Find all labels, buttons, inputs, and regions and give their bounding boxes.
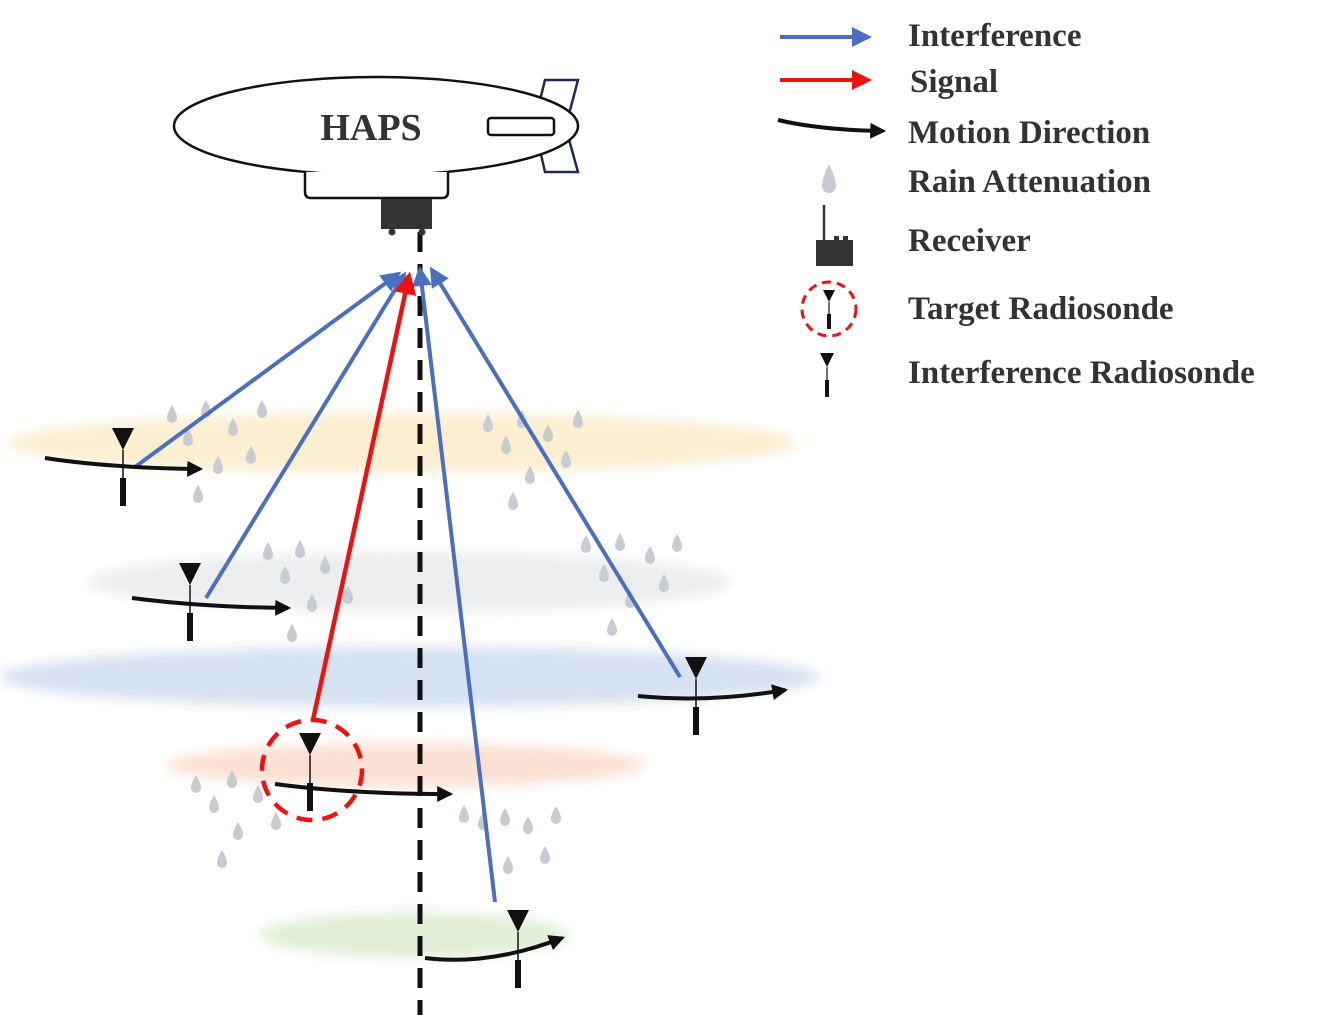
rain-drop-icon [508, 492, 518, 510]
rain-drop-icon [295, 540, 305, 558]
rain-drops [167, 400, 682, 874]
layer-gray [88, 552, 732, 612]
atmospheric-layers [0, 413, 820, 958]
interference-radiosonde-3 [685, 657, 707, 735]
rain-drop-icon [573, 410, 583, 428]
rain-drop-icon [228, 418, 238, 436]
rain-drop-icon [246, 446, 256, 464]
rain-drop-icon [227, 770, 237, 788]
rain-drop-icon [659, 574, 669, 592]
rain-drop-icon [253, 785, 263, 803]
legend-motion-label: Motion Direction [908, 115, 1150, 151]
rain-drop-icon [167, 405, 177, 423]
target-radiosonde-circle [259, 717, 365, 823]
airship-gondola [303, 172, 450, 200]
rain-drop-icon [280, 566, 290, 584]
target-radiosonde [299, 733, 321, 811]
radiosondes [112, 428, 707, 988]
motion-arrow-2 [131, 596, 292, 616]
rain-drop-icon [271, 812, 281, 830]
legend-interference-label: Interference [908, 18, 1081, 54]
legend: Interference Signal Motion Direction Rai… [777, 18, 1255, 397]
legend-interference-radiosonde-label: Interference Radiosonde [908, 355, 1255, 391]
haps-label: HAPS [320, 107, 421, 149]
interference-radiosonde-1 [112, 428, 134, 506]
legend-target-label: Target Radiosonde [908, 291, 1174, 327]
motion-arrow-4 [274, 782, 454, 802]
interference-arrow-2 [204, 271, 407, 600]
rain-drop-icon [503, 856, 513, 874]
interference-radiosonde-4 [507, 910, 529, 988]
motion-arrow-5 [424, 935, 565, 962]
rain-drop-icon [501, 436, 511, 454]
interference-arrow-3 [429, 266, 682, 679]
haps-airship: HAPS [172, 75, 580, 236]
layer-peach [166, 743, 646, 787]
legend-rain-label: Rain Attenuation [908, 164, 1151, 200]
layer-yellow [8, 413, 798, 473]
rain-drop-icon [615, 533, 625, 551]
haps-receiver-icon [381, 199, 432, 236]
rain-drop-icon [523, 816, 533, 834]
motion-arrows [44, 456, 789, 962]
rain-drop-icon [213, 456, 223, 474]
rain-drop-icon [551, 806, 561, 824]
signal-arrow [310, 271, 417, 721]
rain-drop-icon [217, 850, 227, 868]
rain-drop-icon [483, 414, 493, 432]
rain-drop-icon [191, 775, 201, 793]
legend-signal-label: Signal [910, 64, 998, 100]
rain-drop-icon [672, 534, 682, 552]
interference-arrows [133, 266, 682, 903]
rain-drop-icon [287, 624, 297, 642]
rain-drop-icon [459, 805, 469, 823]
layer-green [260, 912, 570, 958]
rain-drop-icon [540, 846, 550, 864]
rain-drop-icon [257, 400, 267, 418]
rain-drop-icon [193, 485, 203, 503]
rain-drop-icon [183, 428, 193, 446]
legend-rain-icon [822, 164, 836, 193]
legend-receiver-label: Receiver [908, 223, 1031, 259]
legend-motion-swatch [777, 118, 887, 139]
airship-tail-fin-bottom [538, 135, 580, 174]
rain-drop-icon [561, 450, 571, 468]
rain-drop-icon [500, 808, 510, 826]
airship-window [486, 116, 556, 137]
legend-receiver-icon [816, 205, 853, 266]
rain-drop-icon [307, 594, 317, 612]
rain-drop-icon [320, 556, 330, 574]
interference-radiosonde-2 [179, 563, 201, 641]
layer-blue [0, 647, 820, 707]
legend-interference-radiosonde-icon [820, 353, 834, 397]
rain-drop-icon [607, 618, 617, 636]
rain-drop-icon [525, 466, 535, 484]
interference-arrow-1 [133, 271, 402, 469]
airship-tail-fin-top [538, 78, 580, 119]
rain-drop-icon [645, 546, 655, 564]
motion-arrow-3 [637, 684, 789, 701]
rain-drop-icon [233, 822, 243, 840]
interference-arrow-4 [411, 266, 497, 903]
legend-target-icon [800, 280, 858, 338]
rain-drop-icon [543, 424, 553, 442]
rain-drop-icon [343, 586, 353, 604]
rain-drop-icon [263, 542, 273, 560]
rain-drop-icon [209, 795, 219, 813]
rain-drop-icon [599, 564, 609, 582]
motion-arrow-1 [44, 456, 204, 477]
rain-drop-icon [581, 535, 591, 553]
